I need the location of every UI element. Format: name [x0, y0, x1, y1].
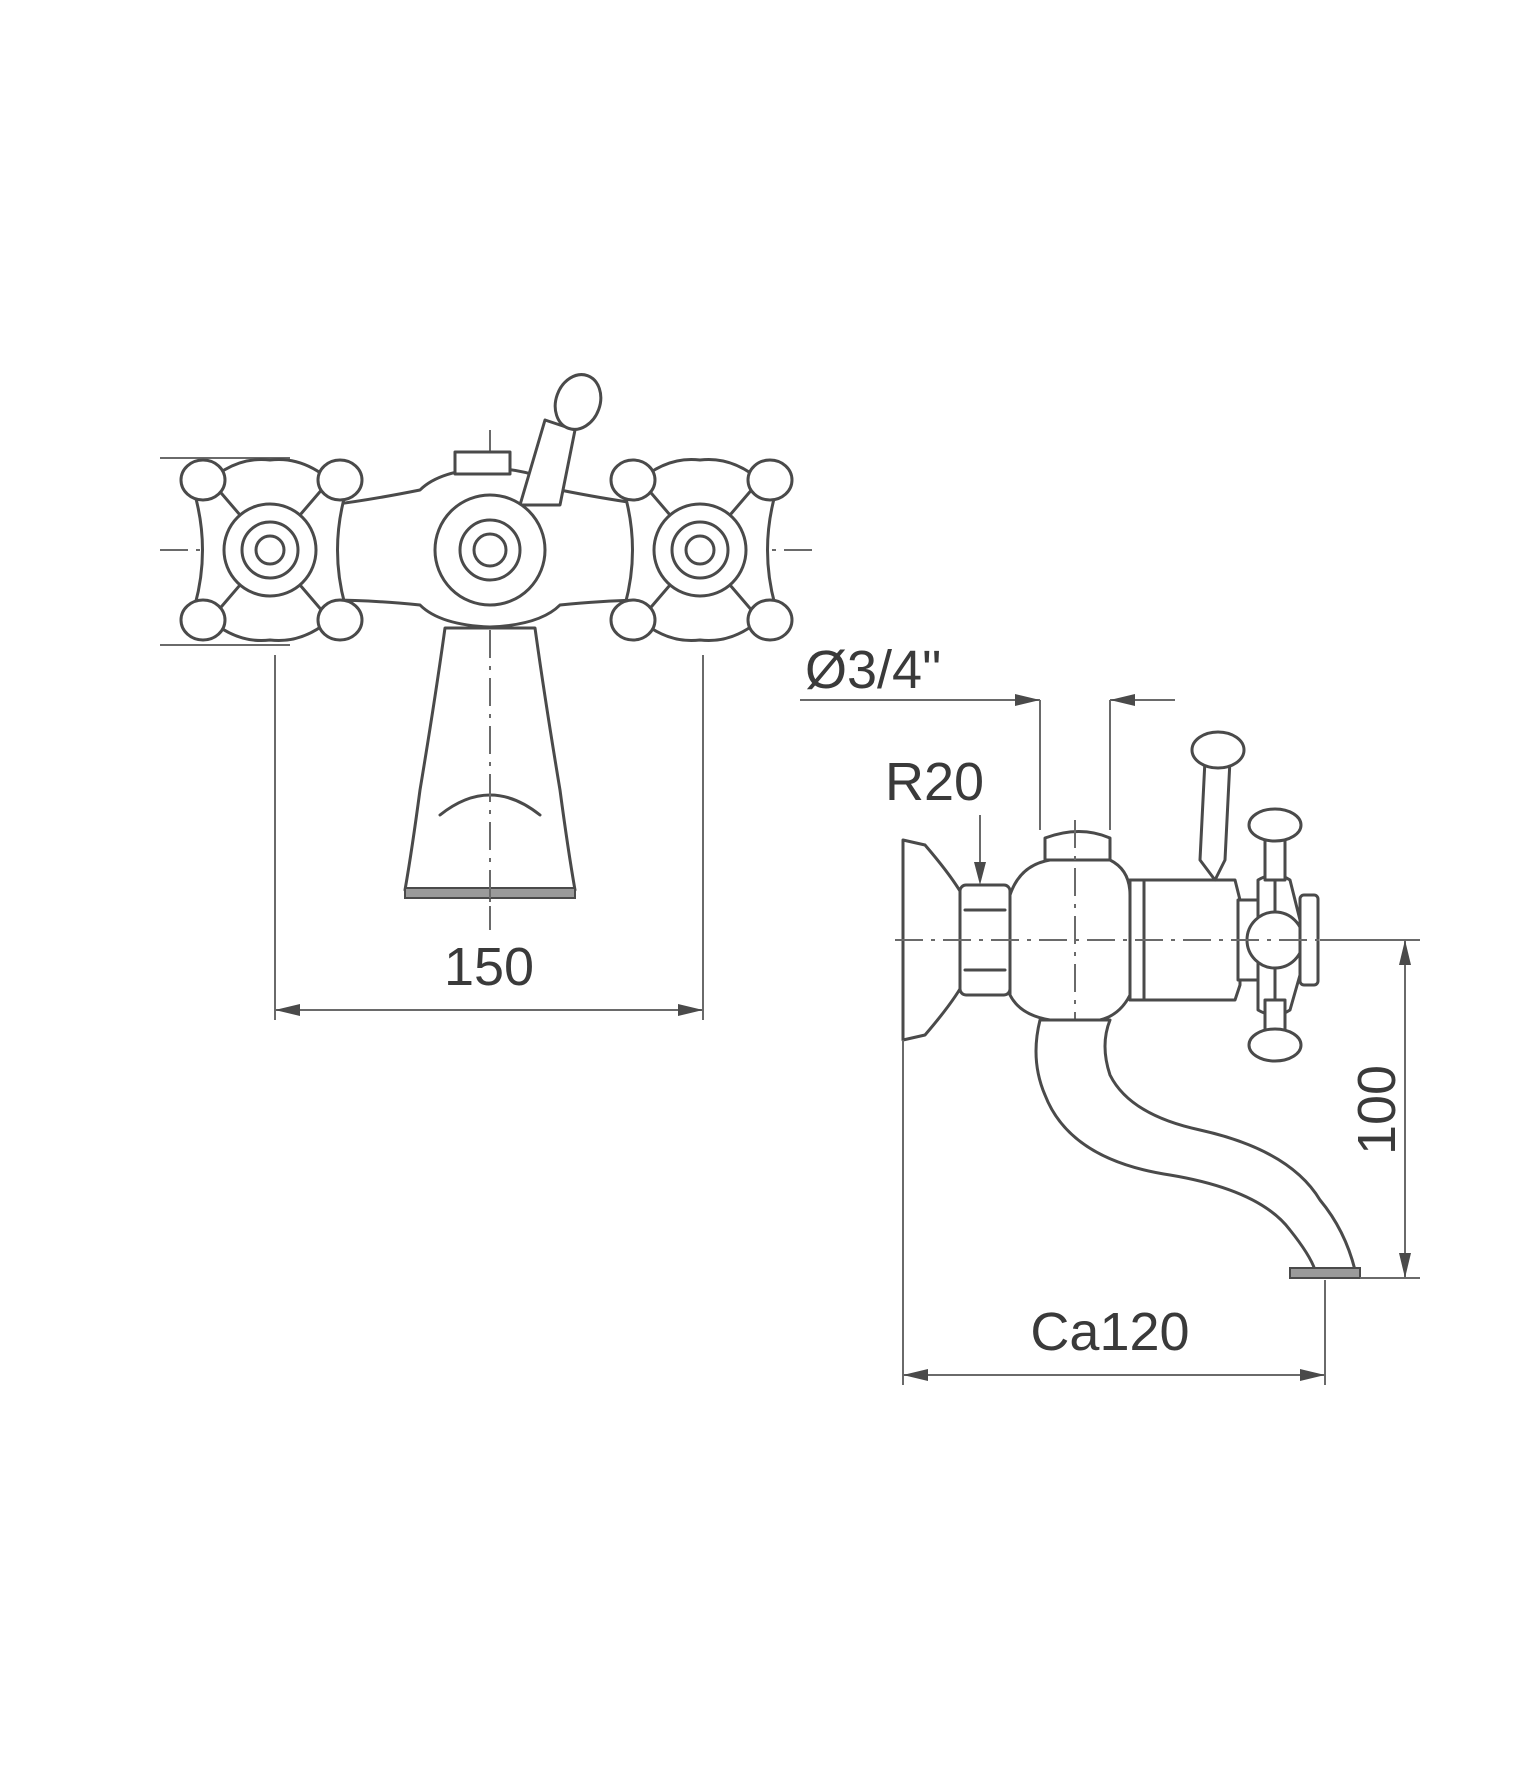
left-cross-handle — [179, 457, 364, 643]
center-diverter — [433, 493, 547, 607]
side-view: Ø3/4" R20 — [800, 640, 1420, 1385]
dimension-radius: R20 — [885, 752, 984, 812]
dimension-height: 100 — [1347, 1065, 1407, 1155]
right-cross-handle — [609, 457, 794, 643]
dimension-width: 150 — [444, 937, 534, 997]
dimension-diameter: Ø3/4" — [805, 640, 941, 700]
dimension-projection: Ca120 — [1030, 1302, 1189, 1362]
front-view: 150 — [160, 373, 815, 1020]
